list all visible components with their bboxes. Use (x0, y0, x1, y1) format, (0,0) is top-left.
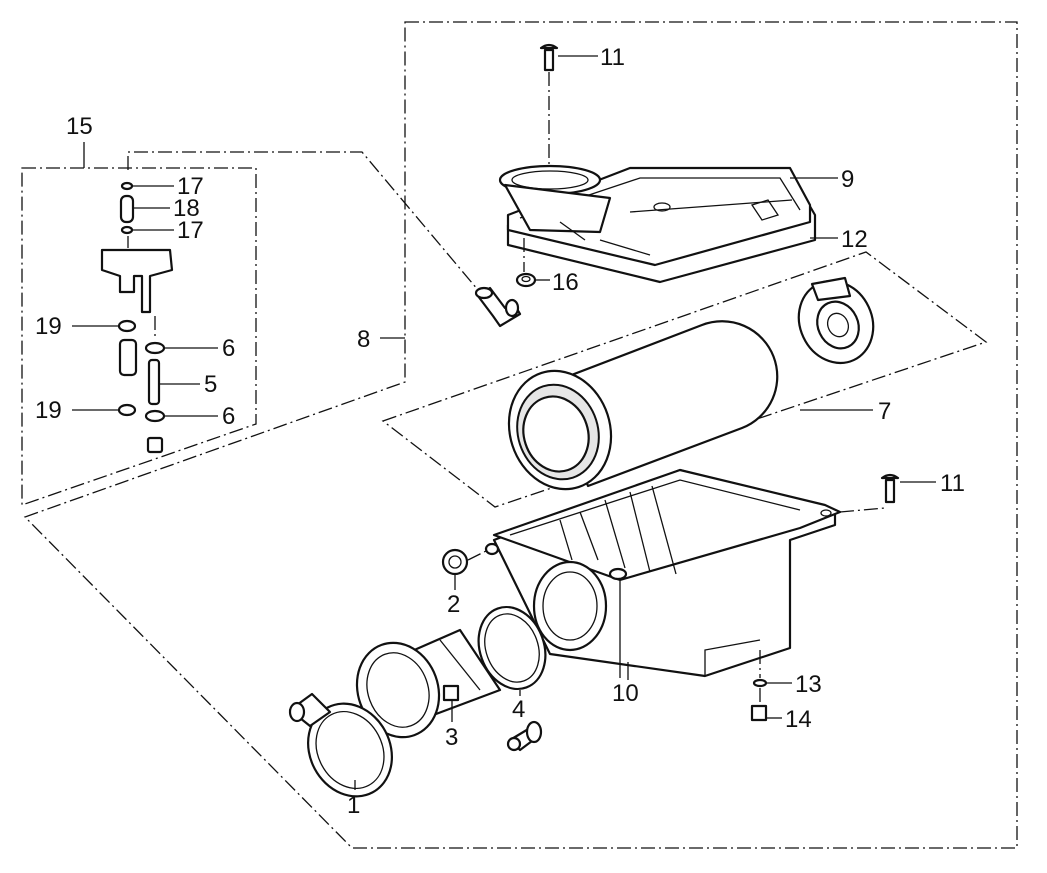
clamp-1 (288, 692, 393, 798)
callout-16: 16 (552, 269, 579, 296)
seal-ring-4 (477, 605, 547, 691)
callout-5: 5 (204, 371, 217, 398)
callout-1: 1 (347, 792, 360, 819)
group-15-parts (100, 181, 174, 454)
leader-lines (72, 55, 936, 790)
airbox-cover (498, 164, 817, 284)
callout-17-top: 17 (177, 173, 204, 200)
plug-2 (441, 542, 500, 576)
callout-17-bottom: 17 (177, 217, 204, 244)
screw-right (839, 473, 900, 513)
callout-8: 8 (357, 326, 370, 353)
callout-11-top: 11 (600, 44, 625, 71)
callout-19-top: 19 (35, 313, 62, 340)
screw-top (539, 43, 559, 170)
callout-10: 10 (612, 680, 639, 707)
boundary-main-group (23, 21, 1018, 849)
callout-2: 2 (447, 591, 460, 618)
callout-19-bottom: 19 (35, 397, 62, 424)
callout-13: 13 (795, 671, 822, 698)
callout-18: 18 (173, 195, 200, 222)
filter-end-cap (797, 276, 875, 365)
callout-7: 7 (878, 398, 891, 425)
callout-4: 4 (512, 696, 525, 723)
callout-11-right: 11 (940, 470, 965, 497)
intake-boot-3 (355, 628, 543, 752)
callout-12: 12 (841, 226, 868, 253)
boundary-hose-path (127, 151, 479, 291)
callout-3: 3 (445, 724, 458, 751)
airbox-body (492, 468, 842, 678)
callout-14: 14 (785, 706, 812, 733)
callout-6-bottom: 6 (222, 403, 235, 430)
callout-15: 15 (66, 113, 93, 140)
boundary-group-15 (21, 167, 257, 506)
filter-element (507, 320, 779, 491)
boundary-filter-7 (381, 251, 988, 508)
callout-9: 9 (841, 166, 854, 193)
callout-6-top: 6 (222, 335, 235, 362)
callout-labels: 11 9 12 16 8 7 11 2 4 3 10 13 14 1 15 17… (35, 44, 965, 819)
breather-elbow (474, 286, 522, 328)
